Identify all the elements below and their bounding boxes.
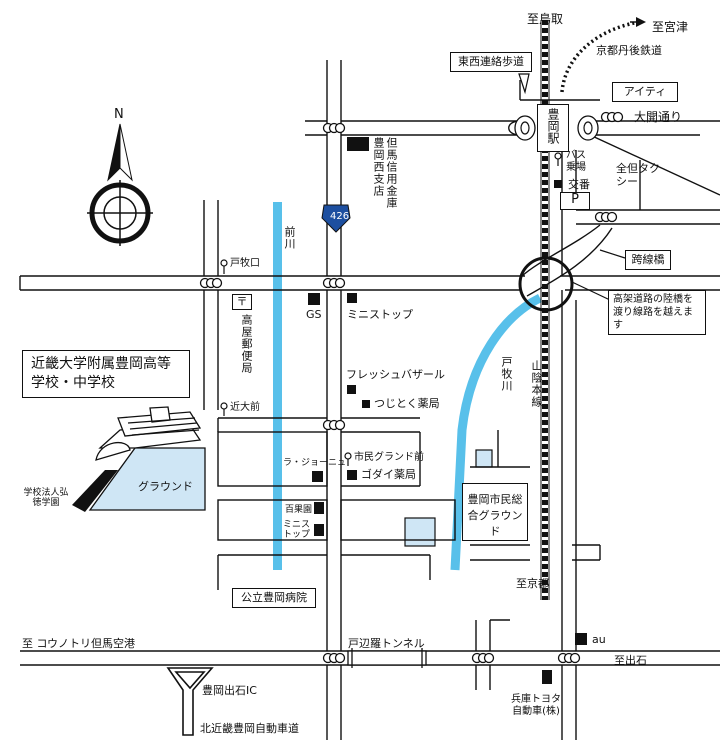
taxi-label: 全但タクシー	[616, 162, 660, 188]
tsujitoku-marker	[362, 400, 370, 408]
to-tottori-label: 至鳥取	[527, 12, 564, 26]
la-seine-label: ラ・ジョーニュ	[283, 458, 347, 468]
kosei-label: 学校法人弘徳学園	[23, 488, 69, 508]
hyakushoku-label: 百果園	[285, 505, 313, 515]
post-office-label: 高屋郵便局	[240, 314, 253, 374]
kosei-building	[72, 470, 118, 512]
school-ground-label: グラウンド	[138, 480, 193, 493]
ic-label: 豊岡出石IC	[202, 684, 257, 697]
tomaki-river-label: 戸牧川	[500, 356, 513, 392]
shinkin-label: 但馬信用金庫豊岡西支店	[372, 137, 398, 209]
fresh-bazaar-marker	[347, 385, 356, 394]
bus-stop-shimin-ground: 市民グランド前	[354, 452, 424, 463]
au-marker	[575, 633, 587, 645]
school-callout: 近畿大学附属豊岡高等学校・中学校	[22, 350, 190, 398]
toyota-marker	[542, 670, 552, 684]
tomaki-river	[450, 293, 543, 571]
post-office-icon: 〒	[232, 294, 252, 310]
school-ground-area	[88, 447, 206, 511]
route-426-shield	[321, 204, 351, 233]
la-seine-marker	[312, 471, 323, 482]
station-label: 豊岡駅	[546, 108, 560, 144]
ministop1-marker	[347, 293, 357, 303]
tunnel-label: 戸辺羅トンネル	[348, 637, 425, 650]
hyakushoku-marker	[314, 502, 324, 514]
bus-stop-kindaimae: 近大前	[230, 402, 260, 413]
ministop2-marker	[314, 524, 324, 536]
traffic-signals	[199, 111, 624, 664]
expressway-label: 北近畿豊岡自動車道	[200, 722, 299, 735]
maegawa-label: 前川	[283, 226, 296, 250]
ministop2-label: ミニストップ	[283, 520, 311, 540]
kyoto-tango-railway-label: 京都丹後鉄道	[596, 44, 662, 57]
bus-stop-tomakiguchi: 戸牧口	[230, 258, 260, 269]
aitei-callout: アイティ	[612, 82, 678, 102]
overpass-callout: 跨線橋	[625, 250, 671, 270]
to-izushi-label: 至出石	[614, 654, 647, 667]
north-label: N	[114, 107, 124, 122]
sanin-line-label: 山陰本線	[530, 360, 543, 408]
to-miyazu-label: 至宮津	[652, 20, 689, 34]
gs-label: GS	[306, 308, 322, 321]
fresh-bazaar-label: フレッシュバザール	[346, 368, 445, 381]
ministop1-label: ミニストップ	[347, 308, 413, 321]
expressway	[166, 667, 214, 736]
parking-sign: P	[560, 192, 590, 210]
bus-stop-station-label: バス乗場	[566, 150, 586, 173]
route-426-label: 426	[330, 211, 350, 222]
police-label: 交番	[568, 178, 590, 191]
hospital-callout: 公立豊岡病院	[232, 588, 316, 608]
daikai-street-label: 大開通り	[634, 110, 683, 124]
gs-marker	[308, 293, 320, 305]
toyota-label: 兵庫トヨタ自動車(株)	[511, 694, 561, 717]
walkway-callout: 東西連絡歩道	[450, 52, 532, 72]
godai-label: ゴダイ薬局	[361, 468, 416, 481]
school-building	[95, 406, 202, 461]
compass-rose	[87, 123, 153, 246]
to-airport-label: 至 コウノトリ但馬空港	[22, 637, 136, 650]
overpass-note: 高架道路の陸橋を渡り線路を越えます	[608, 290, 706, 335]
shinkin-marker	[347, 137, 369, 151]
au-label: au	[592, 633, 606, 646]
tsujitoku-label: つじとく薬局	[374, 397, 440, 410]
to-kyoto-label: 至京都	[516, 577, 549, 590]
sports-ground-callout: 豊岡市民総合グラウンド	[462, 483, 528, 541]
godai-marker	[347, 470, 357, 480]
overpass-circle	[518, 256, 574, 312]
station-box: 豊岡駅	[537, 104, 569, 152]
police-marker	[554, 180, 562, 188]
maegawa-river	[273, 202, 282, 570]
